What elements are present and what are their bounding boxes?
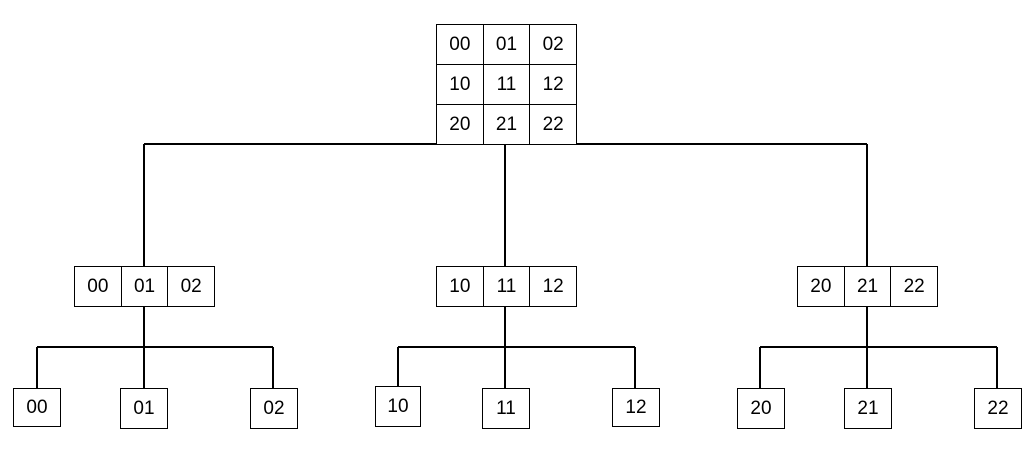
middle-cell: 11 bbox=[482, 267, 530, 306]
leaf-node: 22 bbox=[974, 388, 1022, 429]
middle-cell: 10 bbox=[449, 275, 471, 297]
leaf-node: 11 bbox=[482, 388, 530, 429]
leaf-node: 10 bbox=[375, 386, 421, 427]
middle-cell: 01 bbox=[120, 267, 168, 306]
root-cell: 21 bbox=[483, 105, 531, 145]
root-cell: 11 bbox=[483, 65, 531, 105]
leaf-node: 12 bbox=[612, 388, 660, 427]
middle-node-1: 10 11 12 bbox=[436, 266, 577, 307]
leaf-node: 01 bbox=[120, 388, 168, 429]
leaf-node: 02 bbox=[250, 388, 298, 429]
root-cell: 00 bbox=[437, 25, 484, 65]
leaf-node: 21 bbox=[844, 388, 892, 429]
root-cell: 02 bbox=[530, 25, 577, 65]
root-cell: 01 bbox=[483, 25, 531, 65]
middle-node-0: 00 01 02 bbox=[74, 266, 215, 307]
root-cell: 20 bbox=[437, 105, 484, 145]
middle-cell: 12 bbox=[529, 267, 576, 306]
leaf-node: 00 bbox=[13, 388, 61, 427]
middle-cell: 02 bbox=[167, 267, 214, 306]
middle-cell: 21 bbox=[843, 267, 891, 306]
root-cell: 12 bbox=[530, 65, 577, 105]
middle-node-2: 20 21 22 bbox=[797, 266, 938, 307]
root-grid: 00 01 02 10 11 12 20 21 22 bbox=[436, 24, 577, 145]
root-cell: 10 bbox=[437, 65, 484, 105]
root-cell: 22 bbox=[530, 105, 577, 145]
middle-cell: 22 bbox=[890, 267, 937, 306]
middle-cell: 20 bbox=[810, 275, 832, 297]
leaf-node: 20 bbox=[737, 388, 785, 429]
middle-cell: 00 bbox=[87, 275, 109, 297]
